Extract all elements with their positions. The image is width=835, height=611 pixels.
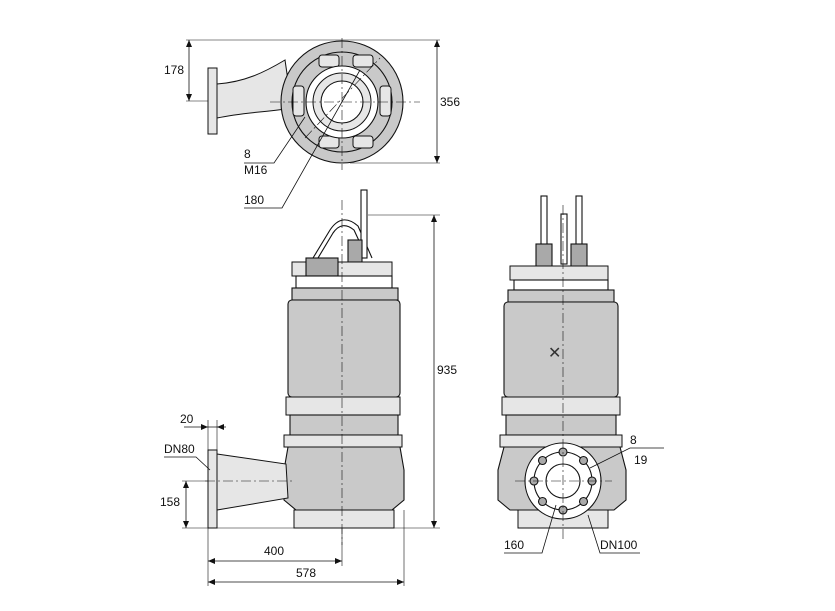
pcd-180-leader [244, 69, 361, 209]
top-lug-5 [292, 85, 305, 117]
side-cable-3 [560, 213, 568, 265]
dim-178-arrow-top [186, 40, 192, 47]
pcd-160-leader [504, 504, 557, 554]
front-lifting-handle [312, 219, 373, 259]
bolt-hole-8 [537, 455, 548, 466]
dim-158-label: 158 [160, 495, 180, 509]
front-volute-casing [283, 446, 405, 511]
dim-158-arrow-bottom [183, 521, 189, 528]
bolt-count-label: 8 [244, 147, 251, 161]
dim-400-label: 400 [264, 544, 284, 558]
dim-578-arrow-right [397, 579, 404, 585]
front-junction-box [305, 257, 339, 277]
side-cable-2 [575, 195, 583, 247]
top-outlet-flange [207, 67, 218, 135]
bolt-hole-4 [578, 496, 589, 507]
bolt-size-label: M16 [244, 163, 268, 177]
dim-578-arrow-left [208, 579, 215, 585]
top-centerline-diag [304, 57, 381, 139]
front-cable-gland [347, 239, 363, 263]
dn100-leader [587, 514, 640, 554]
front-outlet-flange [207, 449, 218, 529]
dim-356-label: 356 [440, 95, 460, 109]
front-motor-lower-band [285, 396, 401, 416]
bolt-hole-6 [537, 496, 548, 507]
dim-20-label: 20 [180, 412, 194, 426]
side-cable-gland-1 [535, 243, 553, 269]
front-motor-upper-band [291, 287, 399, 301]
dn80-leader [164, 456, 211, 471]
top-lug-4 [352, 135, 374, 149]
dim-935-arrow-bottom [431, 521, 437, 528]
pcd-160-label: 160 [504, 538, 524, 552]
front-discharge-pipe [216, 453, 289, 511]
front-flange-plate [283, 434, 403, 448]
bolt-hole-2 [578, 455, 589, 466]
side-cable-1 [540, 195, 548, 247]
side-bolt-leader [589, 447, 664, 469]
brand-logo: ✕ [548, 345, 561, 362]
front-view: 20 DN80 158 935 400 578 [160, 189, 457, 586]
side-motor-lower-band [501, 396, 621, 416]
front-seal-housing [289, 414, 399, 436]
dim-935-label: 935 [437, 363, 457, 377]
dim-578-label: 578 [296, 566, 316, 580]
side-bolt-hole-label: 19 [634, 453, 648, 467]
dim-20-arrow-left [201, 424, 208, 430]
dim-356-arrow-top [434, 40, 440, 47]
dim-178-label: 178 [164, 63, 184, 77]
dim-178-arrow-bottom [186, 94, 192, 101]
dim-356-arrow-bottom [434, 156, 440, 163]
top-lug-1 [318, 54, 340, 68]
side-motor-upper-band [507, 289, 615, 303]
side-top-plate [509, 265, 609, 281]
top-discharge-pipe [216, 59, 293, 119]
dn100-label: DN100 [600, 538, 638, 552]
dim-158-arrow-top [183, 481, 189, 488]
pcd-180-label: 180 [244, 193, 264, 207]
top-lug-6 [379, 85, 392, 117]
dim-935-arrow-top [431, 215, 437, 222]
front-cable [360, 189, 368, 259]
top-lug-2 [352, 54, 374, 68]
side-bolt-count-label: 8 [630, 433, 637, 447]
front-collar [295, 275, 393, 289]
dim-400-arrow-left [208, 558, 215, 564]
dn80-label: DN80 [164, 442, 195, 456]
side-collar [513, 279, 609, 291]
side-seal-housing [505, 414, 617, 436]
front-base [293, 509, 395, 529]
front-motor-housing [287, 299, 401, 398]
side-view: ✕ 8 19 160 DN100 [497, 195, 664, 554]
dim-20-arrow-right [217, 424, 224, 430]
front-lifting-handle-inner [317, 225, 368, 259]
bolt-leader [244, 116, 306, 164]
dim-400-arrow-right [335, 558, 342, 564]
top-view: 178 356 8 M16 180 [164, 38, 460, 209]
side-cable-gland-2 [570, 243, 588, 269]
